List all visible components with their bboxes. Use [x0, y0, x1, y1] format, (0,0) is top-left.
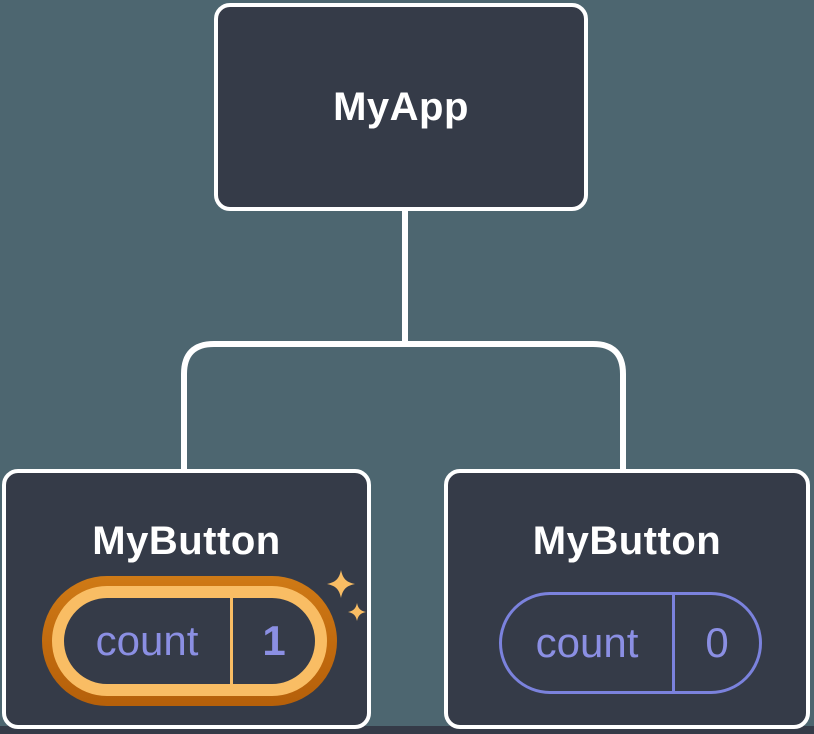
state-pill: count 0 — [499, 592, 762, 694]
state-pill-highlight-ring: count 1 — [42, 576, 337, 706]
tree-node-root: MyApp — [214, 3, 588, 211]
state-name-cell: count — [64, 598, 230, 684]
root-node-label: MyApp — [333, 85, 469, 129]
bottom-edge-strip — [0, 726, 814, 734]
state-name-cell: count — [502, 595, 672, 691]
tree-node-mybutton-1: MyButton count 1 — [2, 469, 371, 729]
state-value: 0 — [705, 619, 729, 666]
state-value-cell: 1 — [230, 598, 315, 684]
state-pill: count 1 — [52, 586, 327, 696]
state-name: count — [535, 619, 639, 666]
state-value: 1 — [262, 617, 286, 664]
tree-node-mybutton-2: MyButton count 0 — [444, 469, 810, 729]
child-node-label: MyButton — [92, 519, 281, 563]
child-node-label: MyButton — [532, 519, 722, 563]
state-value-cell: 0 — [672, 595, 759, 691]
state-name: count — [95, 617, 199, 664]
